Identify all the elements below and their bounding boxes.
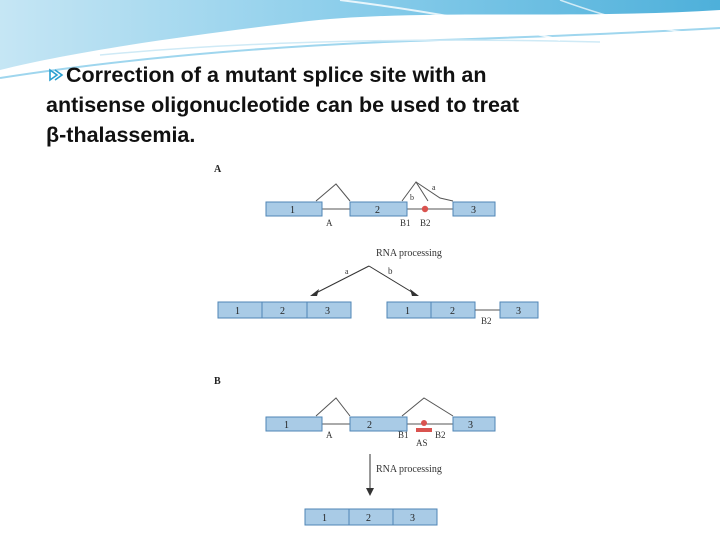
panel-b-site-b1: B1	[398, 430, 409, 440]
panel-b-product-exon-1: 1	[322, 513, 327, 524]
panel-b-product-exon-3: 3	[410, 513, 415, 524]
exon-1-label: 1	[290, 205, 295, 216]
product-b-insert-label: B2	[481, 316, 492, 326]
exon-2-label: 2	[375, 205, 380, 216]
panel-b-product-exon-2: 2	[366, 513, 371, 524]
panel-b-site-a: A	[326, 430, 333, 440]
site-label-b1: B1	[400, 218, 411, 228]
antisense-label: AS	[416, 438, 428, 448]
branch-label-b: b	[410, 193, 414, 202]
panel-b-label: B	[214, 376, 221, 387]
product-a-exon-2: 2	[280, 306, 285, 317]
product-b-exon-1: 1	[405, 306, 410, 317]
antisense-oligo-bar	[416, 428, 432, 432]
panel-b-exon-1: 1	[284, 420, 289, 431]
mutation-dot	[422, 206, 428, 212]
product-a-exon-3: 3	[325, 306, 330, 317]
slide-bullet: Correction of a mutant splice site with …	[46, 60, 686, 150]
product-a-exon-1: 1	[235, 306, 240, 317]
branch-label-a: a	[432, 183, 436, 192]
path-label-a: a	[345, 267, 349, 276]
panel-b-site-b2: B2	[435, 430, 446, 440]
rna-processing-label-a: RNA processing	[376, 248, 442, 259]
bullet-line-1: Correction of a mutant splice site with …	[46, 60, 686, 90]
panel-b-exon-3: 3	[468, 420, 473, 431]
panel-b-mutation-dot	[421, 420, 427, 426]
rna-processing-label-b: RNA processing	[376, 464, 442, 475]
panel-a-label: A	[214, 164, 222, 175]
bullet-line-3: β-thalassemia.	[46, 120, 686, 150]
panel-b-product: 1 2 3	[305, 509, 437, 525]
panel-a-product-a: 1 2 3	[218, 302, 351, 318]
exon-3-label: 3	[471, 205, 476, 216]
site-label-b2: B2	[420, 218, 431, 228]
site-label-a: A	[326, 218, 333, 228]
product-b-exon-3: 3	[516, 306, 521, 317]
panel-b-exon-2: 2	[367, 420, 372, 431]
bullet-line-2: antisense oligonucleotide can be used to…	[46, 90, 686, 120]
splicing-diagram: A 1 2 3 A B1 B2 b a RNA processing a b 1	[192, 160, 548, 532]
product-b-exon-2: 2	[450, 306, 455, 317]
path-label-b: b	[388, 266, 393, 276]
